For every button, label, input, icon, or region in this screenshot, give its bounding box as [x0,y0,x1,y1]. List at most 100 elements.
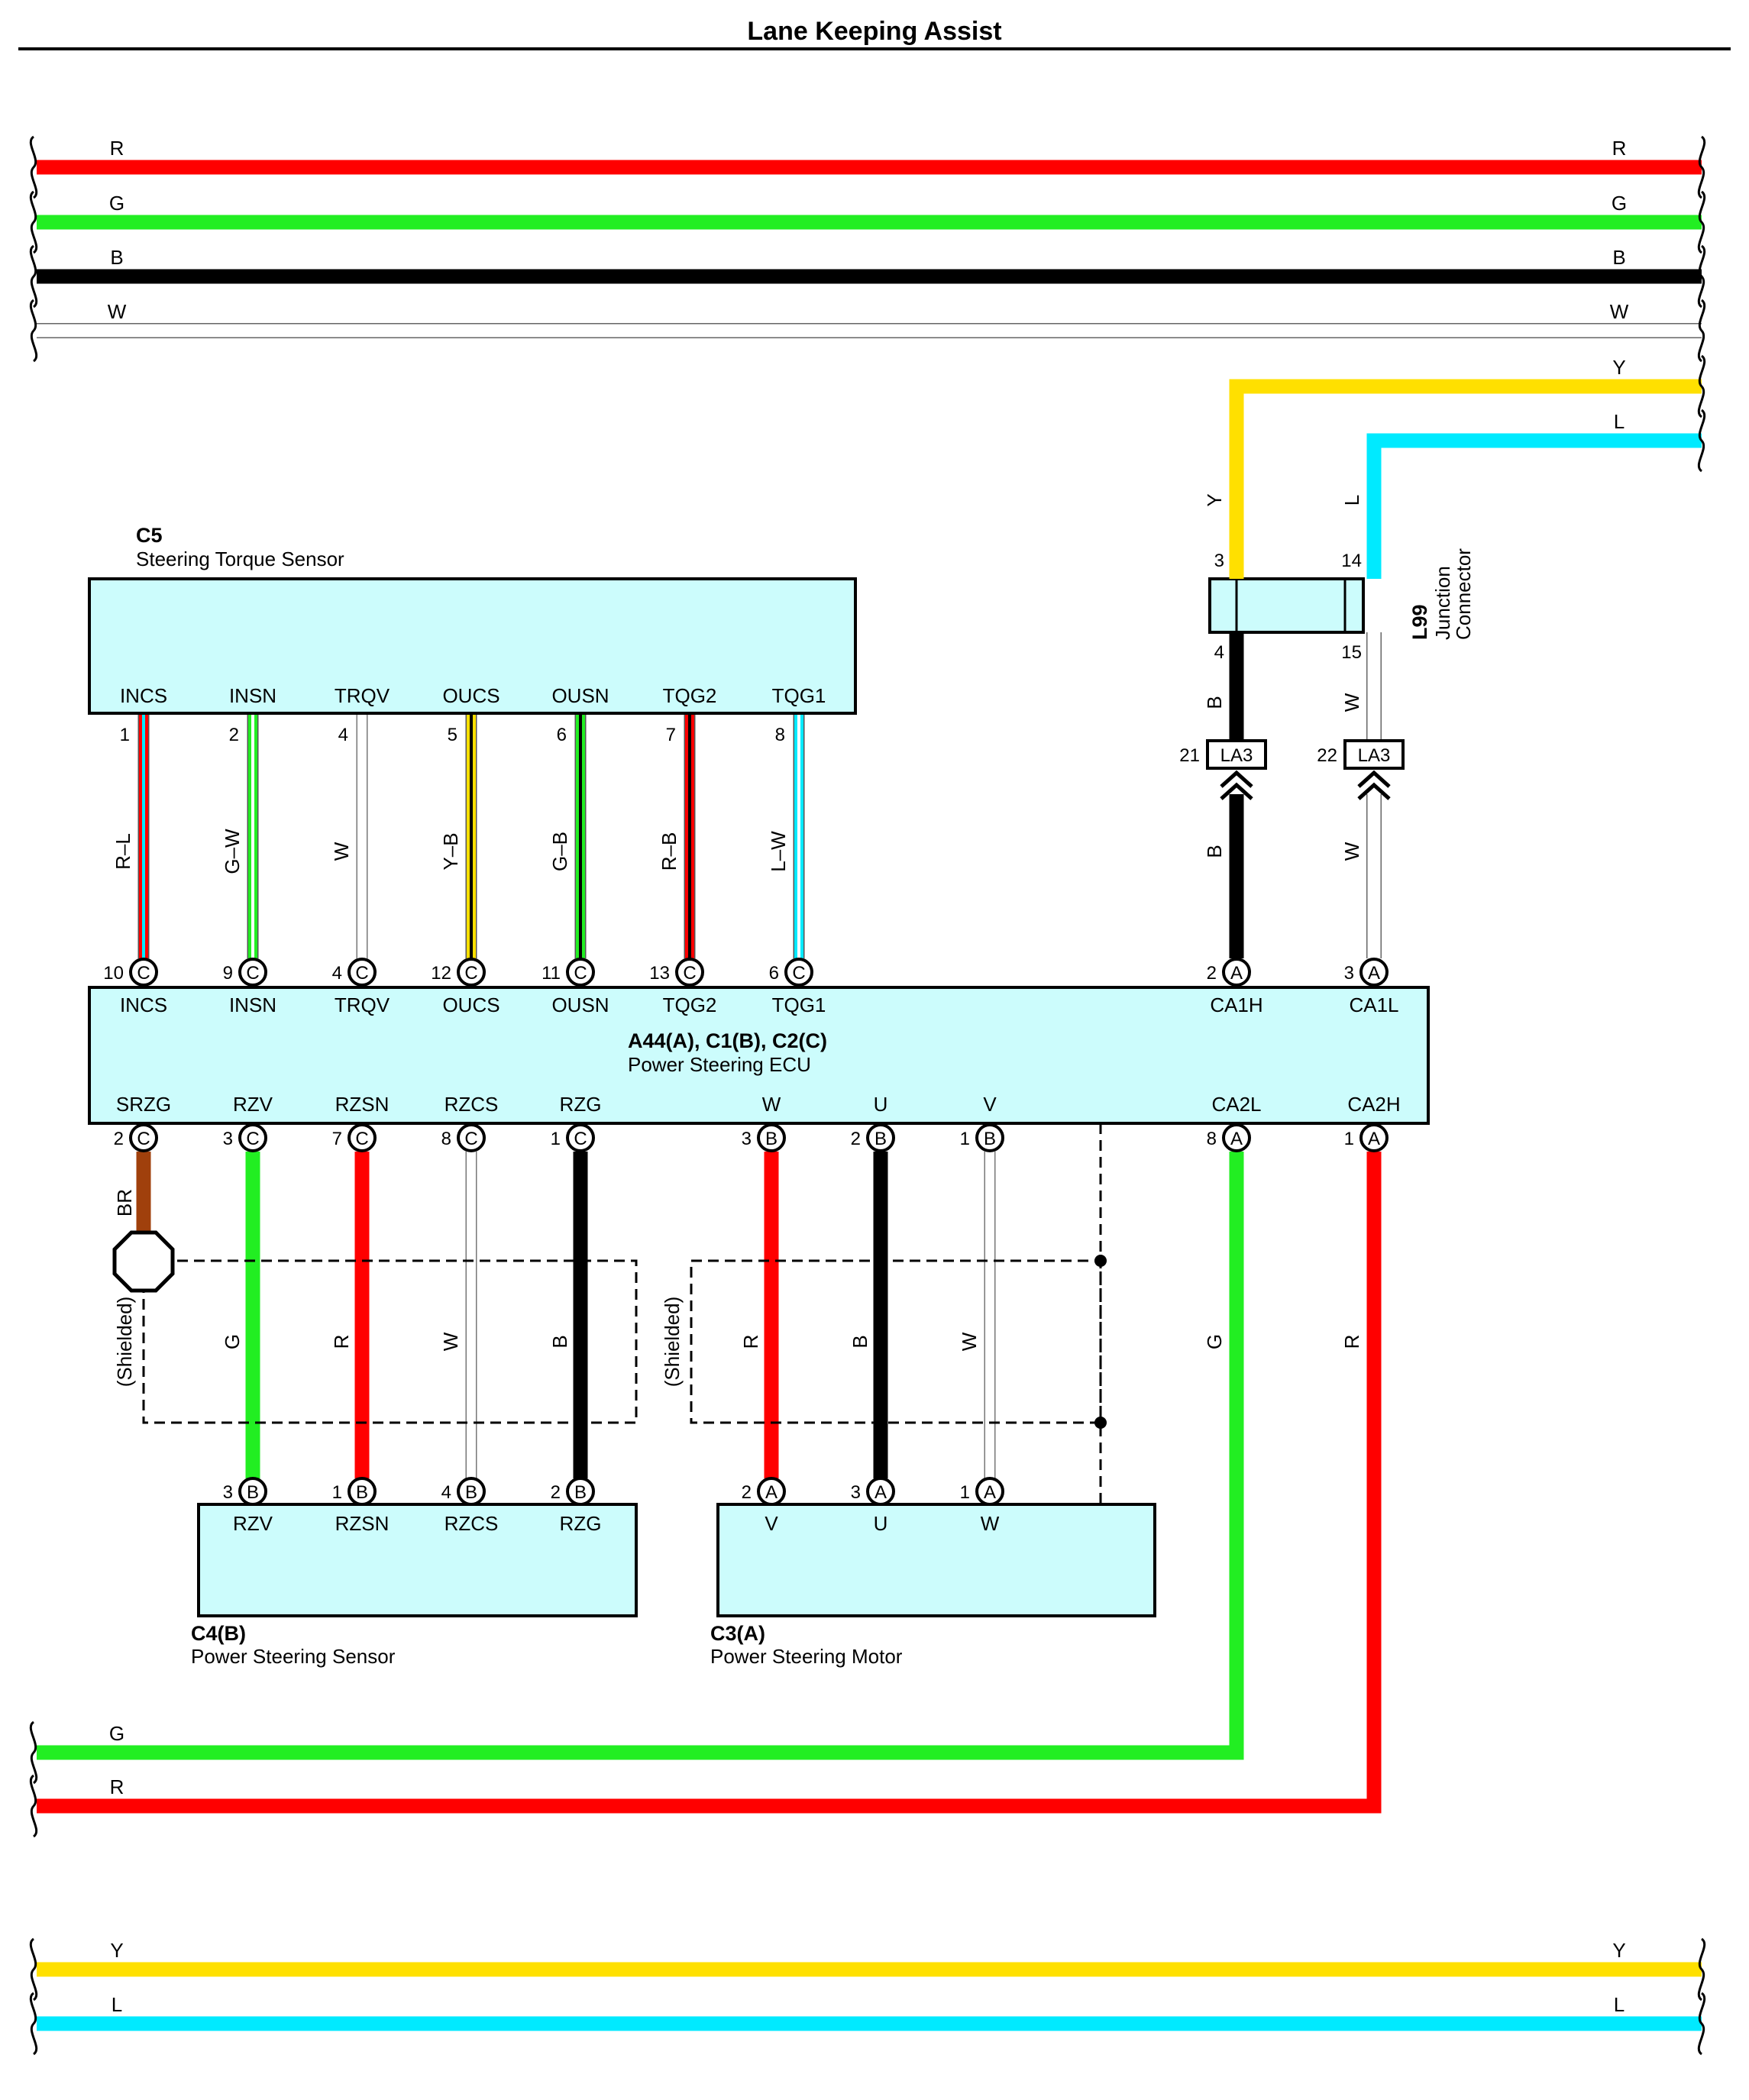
ecu-top-connector-8 [1359,958,1389,987]
c5-wire-label-4: G–B [548,832,571,871]
la3-pin-1: 22 [1317,745,1337,766]
c3-wire-label-0: R [739,1335,762,1349]
right-bus-wire-Y-body [1229,379,1702,579]
top-bus-label-right-G: G [1612,192,1627,215]
c4-terminal-RZV: RZV [233,1512,273,1535]
top-bus-label-right-B: B [1612,246,1625,269]
la3-wire-label-1: W [1340,842,1363,861]
l99-junction-connector: L99 Junction Connector [1208,548,1475,640]
bottom-bus-label-right-L: L [1614,1993,1625,2016]
c5-pin-2: 4 [338,725,348,745]
ecu-top-terminal-CA1H: CA1H [1210,993,1262,1016]
c4-terminal-RZCS: RZCS [445,1512,499,1535]
c3-wire-label-1: B [849,1335,871,1348]
ecu-top-connector-3-letter: C [464,963,477,984]
c5-pin-3: 5 [448,725,457,745]
ecu-name: Power Steering ECU [628,1053,811,1076]
ecu-top-connector-2 [348,958,377,987]
c5-wire-label-0: R–L [112,833,134,870]
ecu-top-pin-3: 12 [431,963,451,984]
c5-terminal-OUSN: OUSN [551,684,609,707]
ecu-top-connector-0 [129,958,158,987]
ecu-bottom-terminal-V: V [983,1093,997,1116]
ecu-top-terminal-TRQV: TRQV [335,993,390,1016]
ecu-bottom-connector-7-letter: B [984,1129,996,1149]
junction-bottom-wire-label-0: B [1203,696,1226,709]
page-title: Lane Keeping Assist [747,17,1001,46]
c3-code: C3(A) [710,1622,765,1645]
ecu-bottom-connector-4-letter: C [574,1129,587,1149]
lower-bus-wire-G-body [37,1152,1244,1760]
shielded-label-sensor: (Shielded) [113,1297,136,1388]
junction-name-line2: Connector [1452,548,1475,640]
ecu-top-connector-1 [238,958,267,987]
ecu-top-connector-0-letter: C [137,963,150,984]
right-bus-brace-Y [1697,354,1706,418]
ecu-top-pin-5: 13 [649,963,670,984]
right-bus-brace-L [1697,409,1706,473]
can-wire-label-0: G [1203,1334,1226,1349]
c4-connector-3-letter: B [574,1482,587,1503]
junction-top-wire-label-0: Y [1203,493,1226,506]
ecu-top-terminal-OUSN: OUSN [551,993,609,1016]
shield-ground-symbol [112,1230,175,1293]
bottom-bus-brace-right-Y [1697,1937,1706,2001]
c4-pin-0: 3 [223,1482,233,1503]
lower-bus-wire-R-body [37,1152,1382,1814]
c5-terminal-TQG2: TQG2 [663,684,717,707]
ecu-bottom-connector-8 [1222,1123,1251,1152]
c3-connector-1 [866,1477,895,1506]
ecu-bottom-connector-0-letter: C [137,1129,150,1149]
ecu-bottom-connector-5 [757,1123,786,1152]
junction-top-pin-0: 3 [1214,551,1224,571]
ecu-bottom-pin-5: 3 [742,1129,752,1149]
c5-steering-torque-sensor: C5 Steering Torque Sensor [88,524,857,715]
ecu-top-terminal-INCS: INCS [120,993,167,1016]
la3-label-1: LA3 [1358,745,1391,766]
la3-label-0: LA3 [1220,745,1253,766]
c5-wire-label-6: L–W [767,831,790,872]
right-bus-label-L: L [1614,410,1625,433]
ecu-top-pin-2: 4 [332,963,342,984]
junction-name-line1: Junction [1431,566,1454,640]
c3-power-steering-motor: C3(A) Power Steering Motor [710,1503,1156,1668]
c4-power-steering-sensor: C4(B) Power Steering Sensor [191,1503,638,1668]
ecu-bottom-pin-2: 7 [332,1129,342,1149]
junction-bottom-pin-1: 15 [1341,642,1362,663]
top-bus-label-right-W: W [1610,300,1629,323]
c5-terminal-TQG1: TQG1 [772,684,826,707]
top-bus-label-left-R: R [110,137,124,160]
bottom-bus-brace-right-L [1697,1992,1706,2056]
c5-pin-4: 6 [557,725,567,745]
ecu-bottom-connector-1-letter: C [246,1129,259,1149]
ecu-bottom-terminal-U: U [874,1093,888,1116]
can-wire-label-1: R [1340,1335,1363,1349]
ecu-bottom-connector-3 [457,1123,486,1152]
ecu-top-connector-7 [1222,958,1251,987]
ecu-top-terminal-CA1L: CA1L [1349,993,1398,1016]
lower-bus-brace-R [29,1774,38,1838]
top-bus-brace-right-B [1697,244,1706,309]
c3-connector-1-letter: A [874,1482,887,1503]
la3-pin-0: 21 [1179,745,1200,766]
c3-connector-0 [757,1477,786,1506]
la3-box-0 [1206,739,1267,770]
ecu-bottom-pin-0: 2 [114,1129,124,1149]
ecu-top-terminal-INSN: INSN [229,993,276,1016]
bottom-bus-label-right-Y: Y [1612,1939,1625,1962]
ecu-bottom-connector-9 [1359,1123,1389,1152]
ecu-top-pin-0: 10 [103,963,124,984]
ecu-top-connector-5 [675,958,704,987]
c4-code: C4(B) [191,1622,246,1645]
ecu-top-connector-2-letter: C [355,963,368,984]
right-bus-label-Y: Y [1612,356,1625,379]
lower-bus-label-G: G [109,1722,124,1745]
top-bus-label-right-R: R [1612,137,1627,160]
ecu-code: A44(A), C1(B), C2(C) [628,1029,827,1052]
ecu-top-terminal-OUCS: OUCS [442,993,499,1016]
junction-code: L99 [1408,604,1431,640]
la3-box-1 [1343,739,1405,770]
ecu-bottom-pin-4: 1 [551,1129,561,1149]
top-bus-brace-right-R [1697,135,1706,199]
ecu-bottom-connector-7 [975,1123,1004,1152]
